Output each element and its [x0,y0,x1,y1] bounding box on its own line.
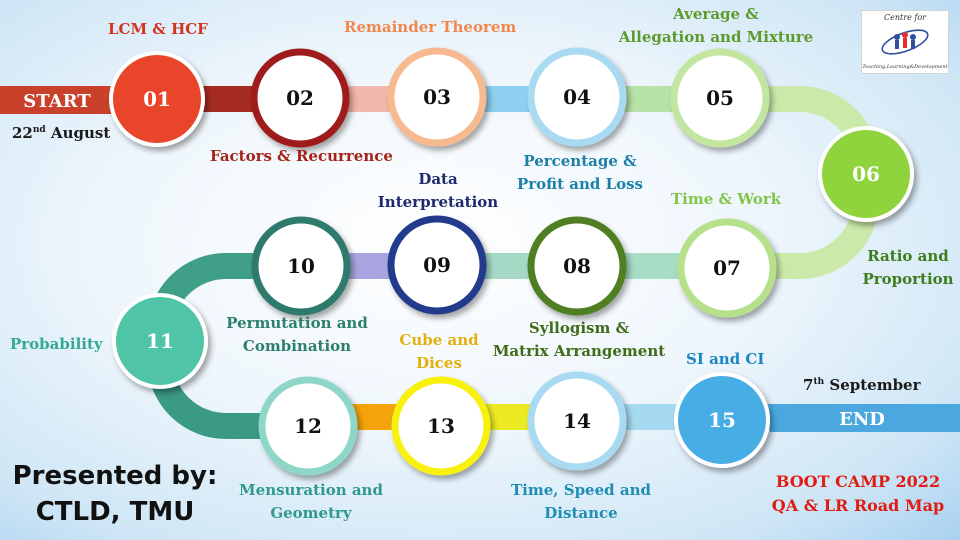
topic-label-01: LCM & HCF [108,20,208,38]
step-circle-10 [251,216,351,316]
bootcamp-title-line1: BOOT CAMP 2022 [775,472,941,491]
step-circle-06 [818,126,914,222]
step-circle-05 [670,48,770,148]
step-14: 14 [527,371,627,471]
end-banner [770,404,960,432]
step-circle-08 [527,216,627,316]
end-label: END [839,409,885,430]
step-number-05: 05 [706,86,734,110]
step-02: 02 [250,48,350,148]
step-12: 12 [258,376,358,476]
topic-label-05: Average &Allegation and Mixture [618,5,814,46]
topic-label-03: Remainder Theorem [344,18,517,36]
step-circle-14 [527,371,627,471]
step-circles: 01 02 03 04 05 06 07 08 09 10 11 12 13 14 15 [109,47,914,476]
step-number-02: 02 [286,86,314,110]
step-11: 11 [112,293,208,389]
step-05: 05 [670,48,770,148]
topic-label-08: Syllogism &Matrix Arrangement [492,319,666,360]
step-09: 09 [387,215,487,315]
step-10: 10 [251,216,351,316]
step-circle-11 [112,293,208,389]
step-08: 08 [527,216,627,316]
step-13: 13 [391,376,491,476]
step-circle-09 [387,215,487,315]
step-06: 06 [818,126,914,222]
logo-people-icon [881,29,929,55]
step-number-09: 09 [423,253,451,277]
step-number-07: 07 [713,256,741,280]
step-circle-15 [674,372,770,468]
step-circle-12 [258,376,358,476]
logo-top-text: Centre for [884,13,926,22]
logo-bottom-text: Teaching,Learning&Development [862,64,948,70]
topic-label-02: Factors & Recurrence [210,147,393,165]
step-circle-02 [250,48,350,148]
step-number-04: 04 [563,85,591,109]
step-circle-03 [387,47,487,147]
presented-by-line2: CTLD, TMU [35,497,195,527]
step-number-08: 08 [563,254,591,278]
step-circle-04 [527,47,627,147]
step-number-01: 01 [143,87,171,111]
step-number-15: 15 [708,408,736,432]
step-circle-13 [391,376,491,476]
step-03: 03 [387,47,487,147]
end-date: 7th September [803,376,921,394]
presented-by-line1: Presented by: [12,461,218,491]
step-number-11: 11 [146,329,174,353]
step-04: 04 [527,47,627,147]
start-banner [0,86,118,114]
step-15: 15 [674,372,770,468]
topic-label-15: SI and CI [686,350,765,368]
step-number-06: 06 [852,162,880,186]
step-07: 07 [677,218,777,318]
step-number-03: 03 [423,85,451,109]
step-circle-07 [677,218,777,318]
step-circle-01 [109,51,205,147]
bootcamp-title-line2: QA & LR Road Map [771,496,945,515]
bootcamp-title: BOOT CAMP 2022 QA & LR Road Map [763,470,953,518]
start-date: 22nd August [12,124,111,142]
step-number-10: 10 [287,254,315,278]
topic-label-07: Time & Work [671,190,782,208]
topic-label-04: Percentage &Profit and Loss [516,152,644,193]
step-number-13: 13 [427,414,455,438]
ctld-logo: Centre for Teaching,Learning&Development [861,10,949,74]
topic-label-11: Probability [10,335,103,353]
start-label: START [23,91,91,112]
step-01: 01 [109,51,205,147]
step-number-12: 12 [294,414,322,438]
step-number-14: 14 [563,409,591,433]
presented-by: Presented by: CTLD, TMU [10,458,220,530]
